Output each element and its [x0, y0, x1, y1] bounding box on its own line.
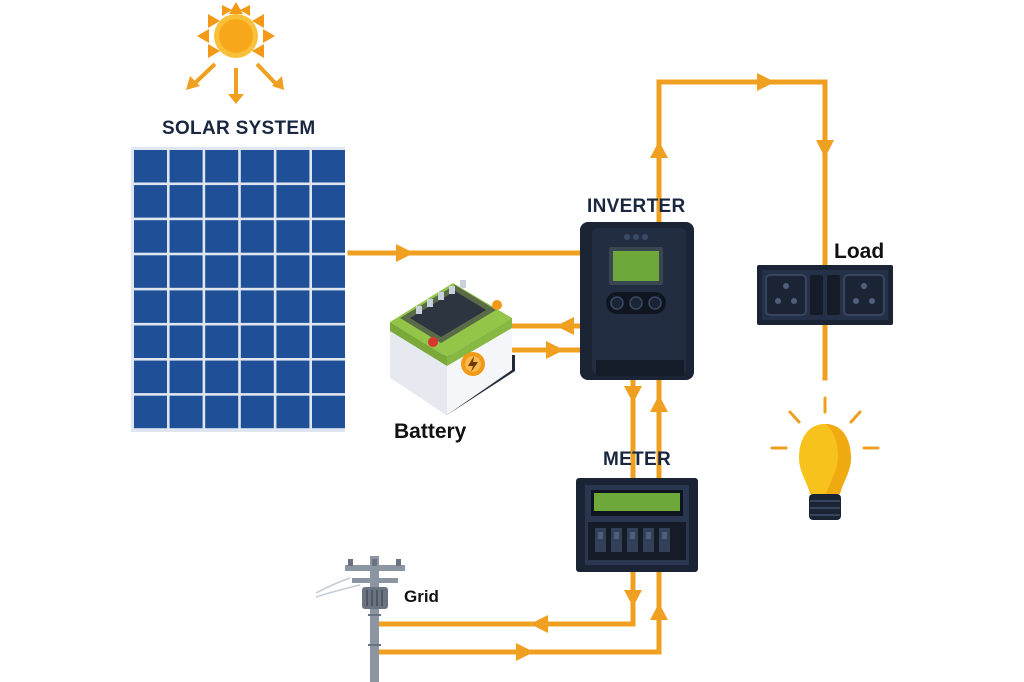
- arrowheads: [396, 73, 834, 661]
- panel-cell: [240, 150, 274, 183]
- panel-cell: [205, 150, 239, 183]
- panel-cell: [276, 220, 310, 253]
- arrow-down-icon: [624, 590, 642, 607]
- panel-cell: [276, 395, 310, 429]
- panel-cell: [169, 185, 203, 218]
- wire-meter-grid-top: [377, 569, 636, 627]
- panel-cell: [169, 220, 203, 253]
- wire-meter-grid-bottom: [377, 569, 662, 655]
- panel-cell: [205, 325, 239, 358]
- panel-cell: [134, 255, 167, 288]
- panel-cell: [134, 395, 167, 429]
- panel-cell: [312, 325, 345, 358]
- panel-cell: [276, 325, 310, 358]
- grid-label: Grid: [404, 587, 439, 606]
- panel-cell: [205, 290, 239, 323]
- panel-cell: [312, 290, 345, 323]
- meter-icon: [576, 478, 698, 572]
- solar-panel-icon: [131, 147, 345, 432]
- panel-cell: [134, 325, 167, 358]
- panel-cell: [240, 290, 274, 323]
- arrow-up-icon: [650, 603, 668, 620]
- arrow-up-icon: [650, 141, 668, 158]
- panel-cell: [134, 290, 167, 323]
- panel-cell: [169, 290, 203, 323]
- arrow-left-icon: [530, 615, 548, 633]
- panel-cell: [240, 325, 274, 358]
- battery-label: Battery: [394, 420, 467, 443]
- panel-cell: [169, 150, 203, 183]
- panel-cell: [169, 395, 203, 429]
- arrow-down-icon: [624, 386, 642, 403]
- arrow-right-icon: [546, 341, 564, 359]
- panel-cell: [134, 220, 167, 253]
- panel-cell: [205, 220, 239, 253]
- panel-cell: [169, 325, 203, 358]
- panel-cell: [276, 255, 310, 288]
- panel-cell: [240, 185, 274, 218]
- arrow-right-icon: [757, 73, 775, 91]
- panel-cell: [205, 360, 239, 394]
- arrow-right-icon: [516, 643, 534, 661]
- arrow-right-icon: [396, 244, 414, 262]
- panel-cell: [240, 395, 274, 429]
- utility-pole-icon: [315, 556, 405, 682]
- panel-cell: [205, 185, 239, 218]
- panel-cell: [312, 220, 345, 253]
- battery-icon: [390, 280, 515, 415]
- panel-cell: [240, 360, 274, 394]
- arrow-up-icon: [650, 395, 668, 412]
- panel-cells: [134, 150, 345, 429]
- solar-system-label: SOLAR SYSTEM: [162, 118, 316, 139]
- inverter-icon: [580, 222, 694, 380]
- light-bulb-icon: [770, 396, 880, 520]
- arrow-down-icon: [816, 140, 834, 158]
- panel-cell: [276, 290, 310, 323]
- load-label: Load: [834, 240, 885, 263]
- panel-cell: [276, 360, 310, 394]
- meter-label: METER: [603, 449, 671, 470]
- panel-cell: [240, 220, 274, 253]
- panel-cell: [134, 150, 167, 183]
- panel-cell: [276, 185, 310, 218]
- panel-cell: [312, 150, 345, 183]
- arrow-left-icon: [556, 317, 574, 335]
- panel-cell: [134, 185, 167, 218]
- panel-cell: [134, 360, 167, 394]
- panel-cell: [169, 255, 203, 288]
- socket-panel-icon: [757, 265, 893, 325]
- panel-cell: [312, 185, 345, 218]
- panel-cell: [205, 395, 239, 429]
- panel-cell: [169, 360, 203, 394]
- panel-cell: [312, 255, 345, 288]
- sun-icon: [186, 2, 284, 104]
- inverter-label: INVERTER: [587, 196, 686, 217]
- panel-cell: [240, 255, 274, 288]
- panel-cell: [312, 360, 345, 394]
- panel-cell: [276, 150, 310, 183]
- panel-cell: [205, 255, 239, 288]
- panel-cell: [312, 395, 345, 429]
